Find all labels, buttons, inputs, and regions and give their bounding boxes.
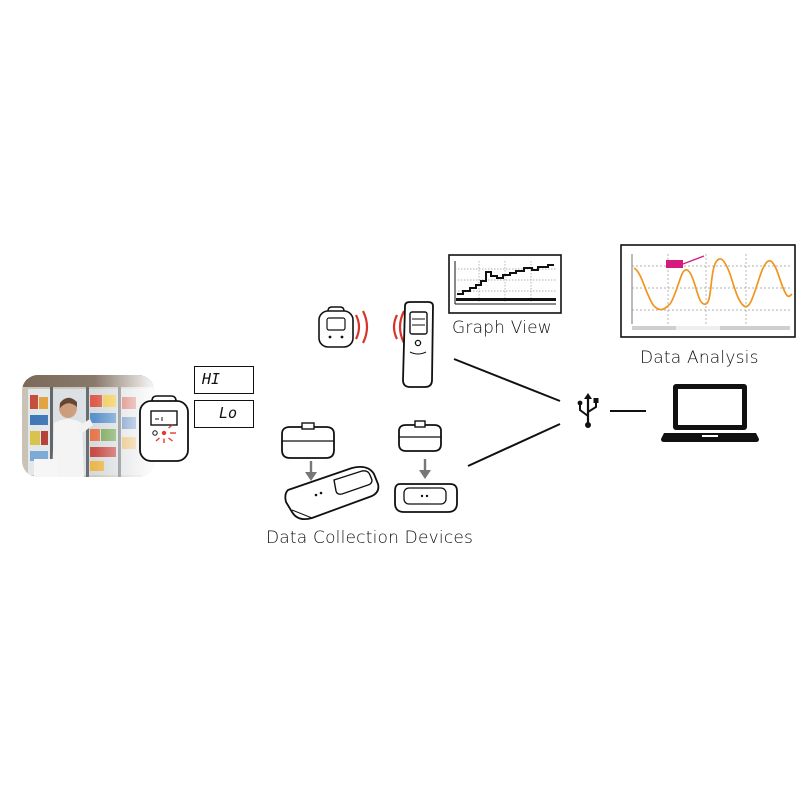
docking-logger-right-icon bbox=[398, 420, 442, 452]
data-collection-devices-label: Data Collection Devices bbox=[266, 528, 474, 548]
data-analysis-chart bbox=[620, 244, 796, 338]
graph-view-thumbnail bbox=[448, 254, 562, 314]
down-arrow-icon bbox=[419, 459, 431, 479]
freezer-aisle-photo bbox=[22, 375, 154, 477]
graph-view-label: Graph View bbox=[452, 318, 552, 338]
docking-station-right-icon bbox=[394, 483, 458, 513]
usb-icon bbox=[577, 393, 599, 428]
down-arrow-icon bbox=[305, 461, 317, 481]
data-analysis-label: Data Analysis bbox=[640, 348, 759, 368]
docking-logger-left-icon bbox=[281, 422, 335, 459]
data-logger-icon bbox=[139, 395, 189, 462]
docking-station-left-icon bbox=[284, 465, 380, 521]
connection-lines bbox=[453, 358, 646, 467]
hi-alarm-text: HI bbox=[202, 370, 221, 388]
hi-alarm-display: HI bbox=[194, 366, 254, 394]
lo-alarm-display: Lo bbox=[194, 400, 254, 428]
wireless-signal-icon bbox=[355, 310, 405, 344]
lo-alarm-text: Lo bbox=[219, 404, 238, 422]
handheld-reader-icon bbox=[402, 301, 434, 388]
laptop-icon bbox=[661, 384, 759, 442]
wireless-logger-icon bbox=[318, 306, 354, 348]
